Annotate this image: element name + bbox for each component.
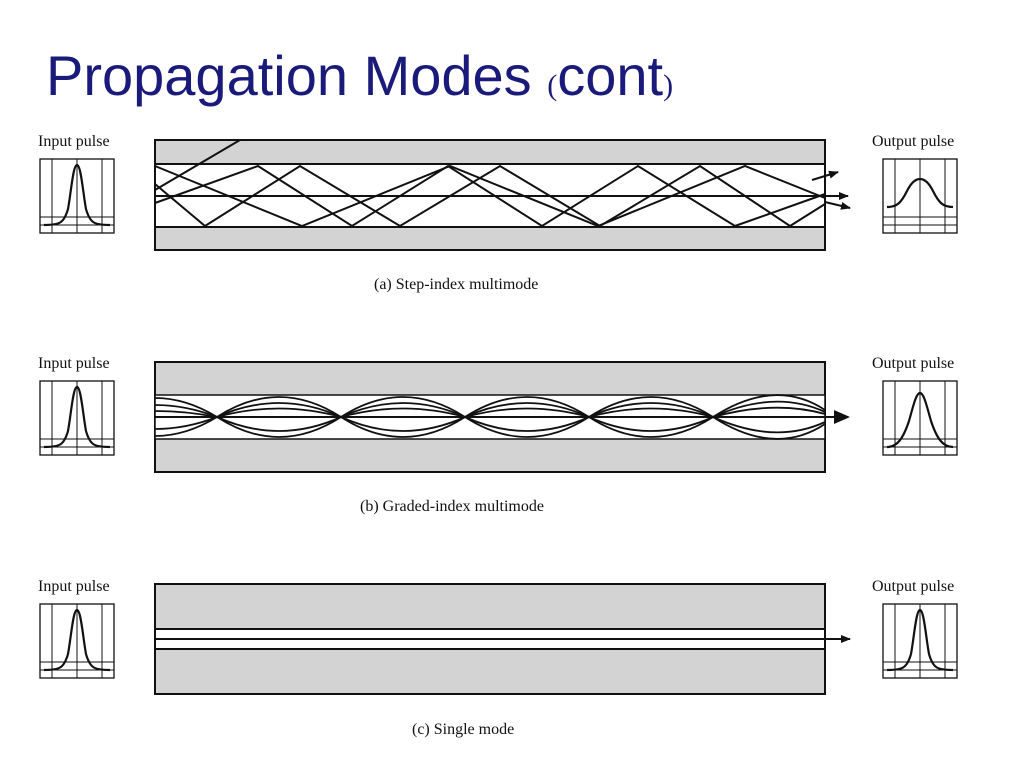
input-pulse-label-b: Input pulse	[38, 355, 110, 372]
input-pulse-b	[39, 380, 115, 456]
title-main: Propagation Modes	[46, 44, 532, 107]
input-pulse-a	[39, 158, 115, 234]
output-pulse-label-b: Output pulse	[872, 355, 955, 372]
slide-title: Propagation Modes (cont)	[46, 48, 673, 104]
caption-single-mode: (c) Single mode	[412, 721, 515, 738]
output-pulse-a	[882, 158, 958, 234]
title-suffix: cont	[557, 44, 664, 107]
zigzag-rays	[154, 139, 826, 228]
fiber-graded-index	[154, 361, 850, 473]
fiber-single-mode	[154, 583, 851, 695]
caption-step-index: (a) Step-index multimode	[374, 276, 539, 293]
caption-graded-index: (b) Graded-index multimode	[360, 498, 544, 515]
fiber-step-index	[154, 139, 851, 251]
output-pulse-b	[882, 380, 958, 456]
input-pulse-label-c: Input pulse	[38, 578, 110, 595]
output-pulse-label-c: Output pulse	[872, 578, 955, 595]
output-pulse-label-a: Output pulse	[872, 133, 955, 150]
curved-rays	[154, 394, 826, 440]
title-open-paren: (	[547, 69, 558, 102]
input-pulse-label-a: Input pulse	[38, 133, 110, 150]
input-pulse-c	[39, 603, 115, 679]
output-pulse-c	[882, 603, 958, 679]
title-close-paren: )	[663, 69, 674, 102]
